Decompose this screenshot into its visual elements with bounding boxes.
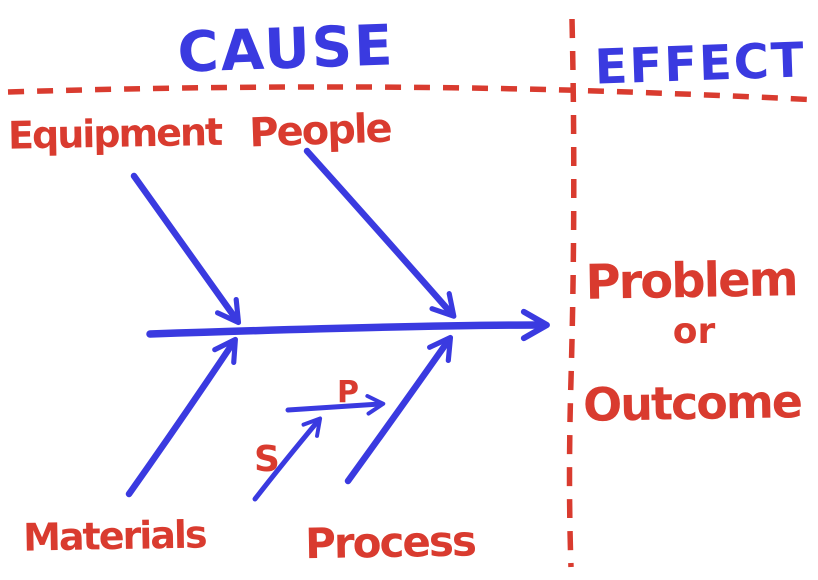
people-label: People [248,106,392,157]
equipment-branch-arrow [130,172,242,326]
problem-outcome-line3: Outcome [583,374,802,432]
problem-outcome-line1: Problem [585,251,797,311]
cause-section-label: CAUSE [177,13,396,86]
materials-branch-arrow [125,336,238,498]
process-branch-arrow [344,334,454,485]
process-sub-branch-p-arrow [285,394,386,416]
process-sub-branch-s-arrow [252,416,323,502]
problem-outcome-label: Problem or Outcome [583,251,802,432]
cause-effect-horizontal-divider [7,84,818,103]
problem-outcome-line2: or [673,311,716,352]
effect-section-label: EFFECT [594,32,807,95]
cause-effect-vertical-divider [566,18,577,568]
spine-arrow [146,308,550,342]
equipment-label: Equipment [8,110,224,158]
p-sub-label: P [337,375,359,410]
s-sub-label: S [254,439,280,480]
materials-label: Materials [23,512,207,559]
people-branch-arrow [303,147,457,319]
process-label: Process [305,516,477,568]
